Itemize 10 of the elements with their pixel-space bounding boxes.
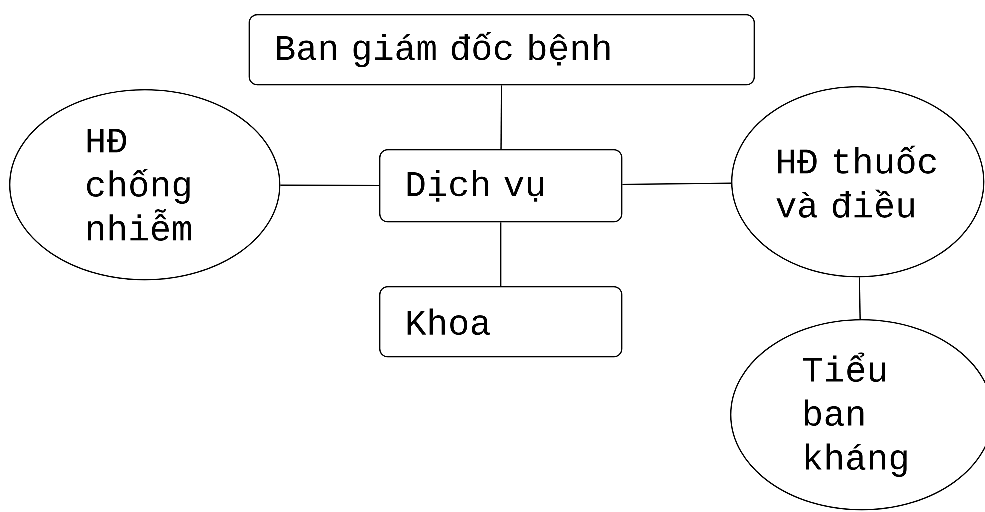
- ellipse-node: HĐ thuốc và điều: [731, 86, 985, 278]
- rounded-box: Dịch vụ: [379, 149, 623, 223]
- connector-line: [500, 222, 502, 286]
- rounded-box: Khoa: [379, 286, 623, 358]
- connector-line: [280, 184, 380, 186]
- connector-line: [622, 182, 732, 186]
- rounded-box: Ban giám đốc bệnh: [248, 14, 756, 86]
- connector-line: [859, 278, 862, 320]
- connector-line: [500, 86, 502, 150]
- ellipse-node: HĐ chống nhiễm: [9, 89, 281, 281]
